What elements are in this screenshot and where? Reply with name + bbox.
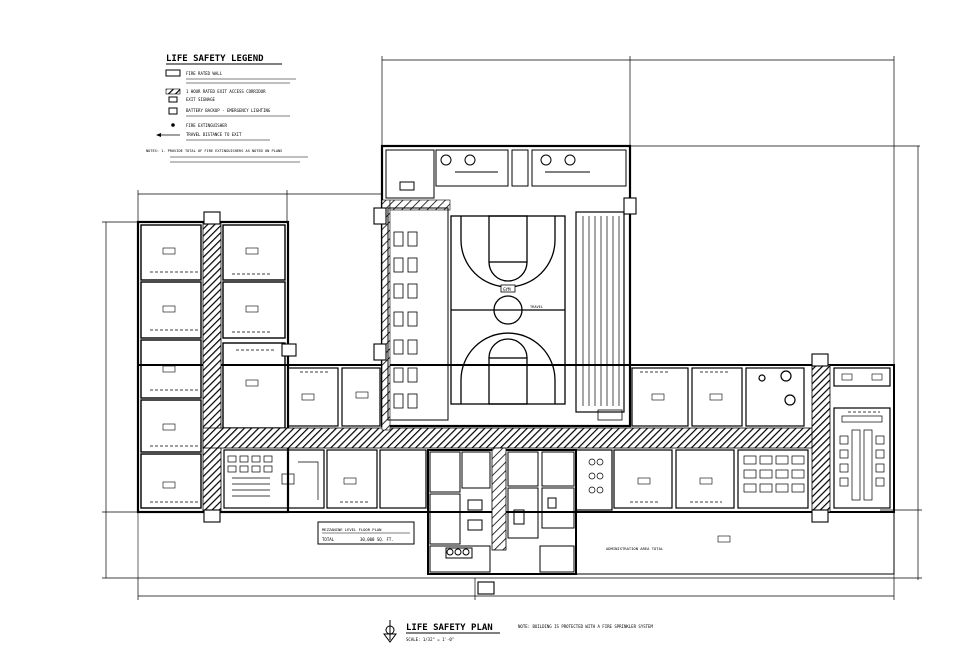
legend-emergency-light-icon [168, 107, 178, 115]
plan-title: LIFE SAFETY PLAN [406, 623, 493, 633]
admin-area-label: ADMINISTRATION AREA TOTAL [606, 546, 664, 551]
area-box-total-label: TOTAL [322, 537, 335, 542]
plan-note: NOTE: BUILDING IS PROTECTED WITH A FIRE … [518, 624, 653, 629]
legend-title: LIFE SAFETY LEGEND [166, 54, 264, 64]
area-box-title: MEZZANINE LEVEL FLOOR PLAN [322, 527, 382, 532]
library-stacks [839, 415, 885, 501]
area-box-total-value: 30,000 SQ. FT. [360, 537, 394, 542]
legend-item-2: 1 HOUR RATED EXIT ACCESS CORRIDOR [186, 89, 266, 94]
south-exit-corridor [491, 447, 507, 551]
gym-top-corridor [389, 199, 451, 211]
south-west-rooms [223, 367, 427, 509]
se-desks [588, 455, 805, 494]
legend-item-4: BATTERY BACKUP - EMERGENCY LIGHTING [186, 108, 271, 113]
central-south-rooms [429, 451, 575, 573]
basketball-court [450, 215, 566, 405]
life-safety-legend: LIFE SAFETY LEGEND FIRE RATED WALL 1 HOU… [146, 54, 308, 163]
south-east-rooms [575, 449, 895, 575]
building-outline [136, 144, 895, 578]
lab-desks [227, 455, 319, 500]
legend-fire-wall-icon [165, 69, 181, 77]
north-east-rooms [597, 367, 891, 509]
gym-north-rooms [385, 149, 627, 199]
main-exit-corridor [202, 427, 830, 449]
legend-item-5: FIRE EXTINGUISHER [186, 123, 228, 128]
east-exit-corridor [811, 364, 831, 513]
west-exit-corridor [202, 221, 222, 513]
legend-corridor-hatch-icon [165, 88, 181, 95]
gym-label: GYM [503, 287, 511, 292]
legend-item-3: EXIT SIGNAGE [186, 97, 215, 102]
stage-bleachers [575, 211, 625, 413]
legend-extinguisher-icon [171, 123, 175, 127]
gymnasium: GYM TRAVEL [387, 207, 625, 421]
plan-title-block: LIFE SAFETY PLAN SCALE: 1/32" = 1'-0" NO… [383, 620, 653, 643]
exit-door-markers [203, 197, 829, 595]
area-summary-box: MEZZANINE LEVEL FLOOR PLAN TOTAL 30,000 … [317, 521, 415, 545]
legend-notes: NOTES: 1. PROVIDE TOTAL OF FIRE EXTINGUI… [146, 149, 282, 153]
dimension-lines [102, 56, 922, 600]
gym-west-corridor [381, 199, 391, 431]
bleacher-seats [393, 231, 418, 409]
stage-lines [582, 216, 620, 406]
plan-scale: SCALE: 1/32" = 1'-0" [406, 637, 454, 642]
west-wing-room-tags [162, 247, 259, 489]
legend-exit-sign-icon [168, 96, 178, 103]
travel-distance-arrows [150, 271, 880, 503]
gym-travel-label: TRAVEL [530, 305, 543, 309]
legend-item-1: FIRE RATED WALL [186, 71, 223, 76]
legend-item-6: TRAVEL DISTANCE TO EXIT [186, 132, 242, 137]
